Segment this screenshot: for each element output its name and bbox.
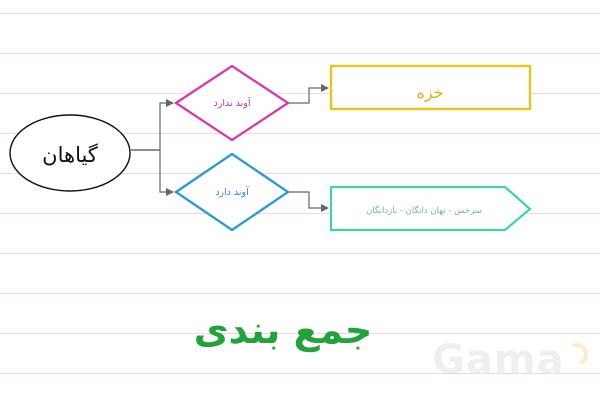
condition-2-to-result-2-connector: [289, 191, 329, 212]
condition-label-1: آوند ندارد: [214, 96, 251, 109]
condition-node-1: [173, 64, 291, 142]
condition-node-2: [173, 152, 291, 232]
root-node: [9, 114, 131, 192]
root-to-condition-1-connector: [131, 99, 174, 151]
root-to-condition-2-connector: [131, 149, 174, 196]
result-node-2: [329, 185, 532, 232]
watermark-logo: Gama: [432, 337, 565, 383]
result-node-1: [329, 64, 532, 111]
result-label-1: خزه: [416, 83, 443, 103]
section-title: جمع بندی: [193, 308, 373, 352]
result-label-2: سرخس - نهان دانگان - بازدانگان: [366, 205, 482, 216]
root-label: گیاهان: [42, 143, 98, 167]
condition-1-to-result-1-connector: [289, 84, 329, 104]
condition-label-2: آوند دارد: [215, 185, 249, 198]
